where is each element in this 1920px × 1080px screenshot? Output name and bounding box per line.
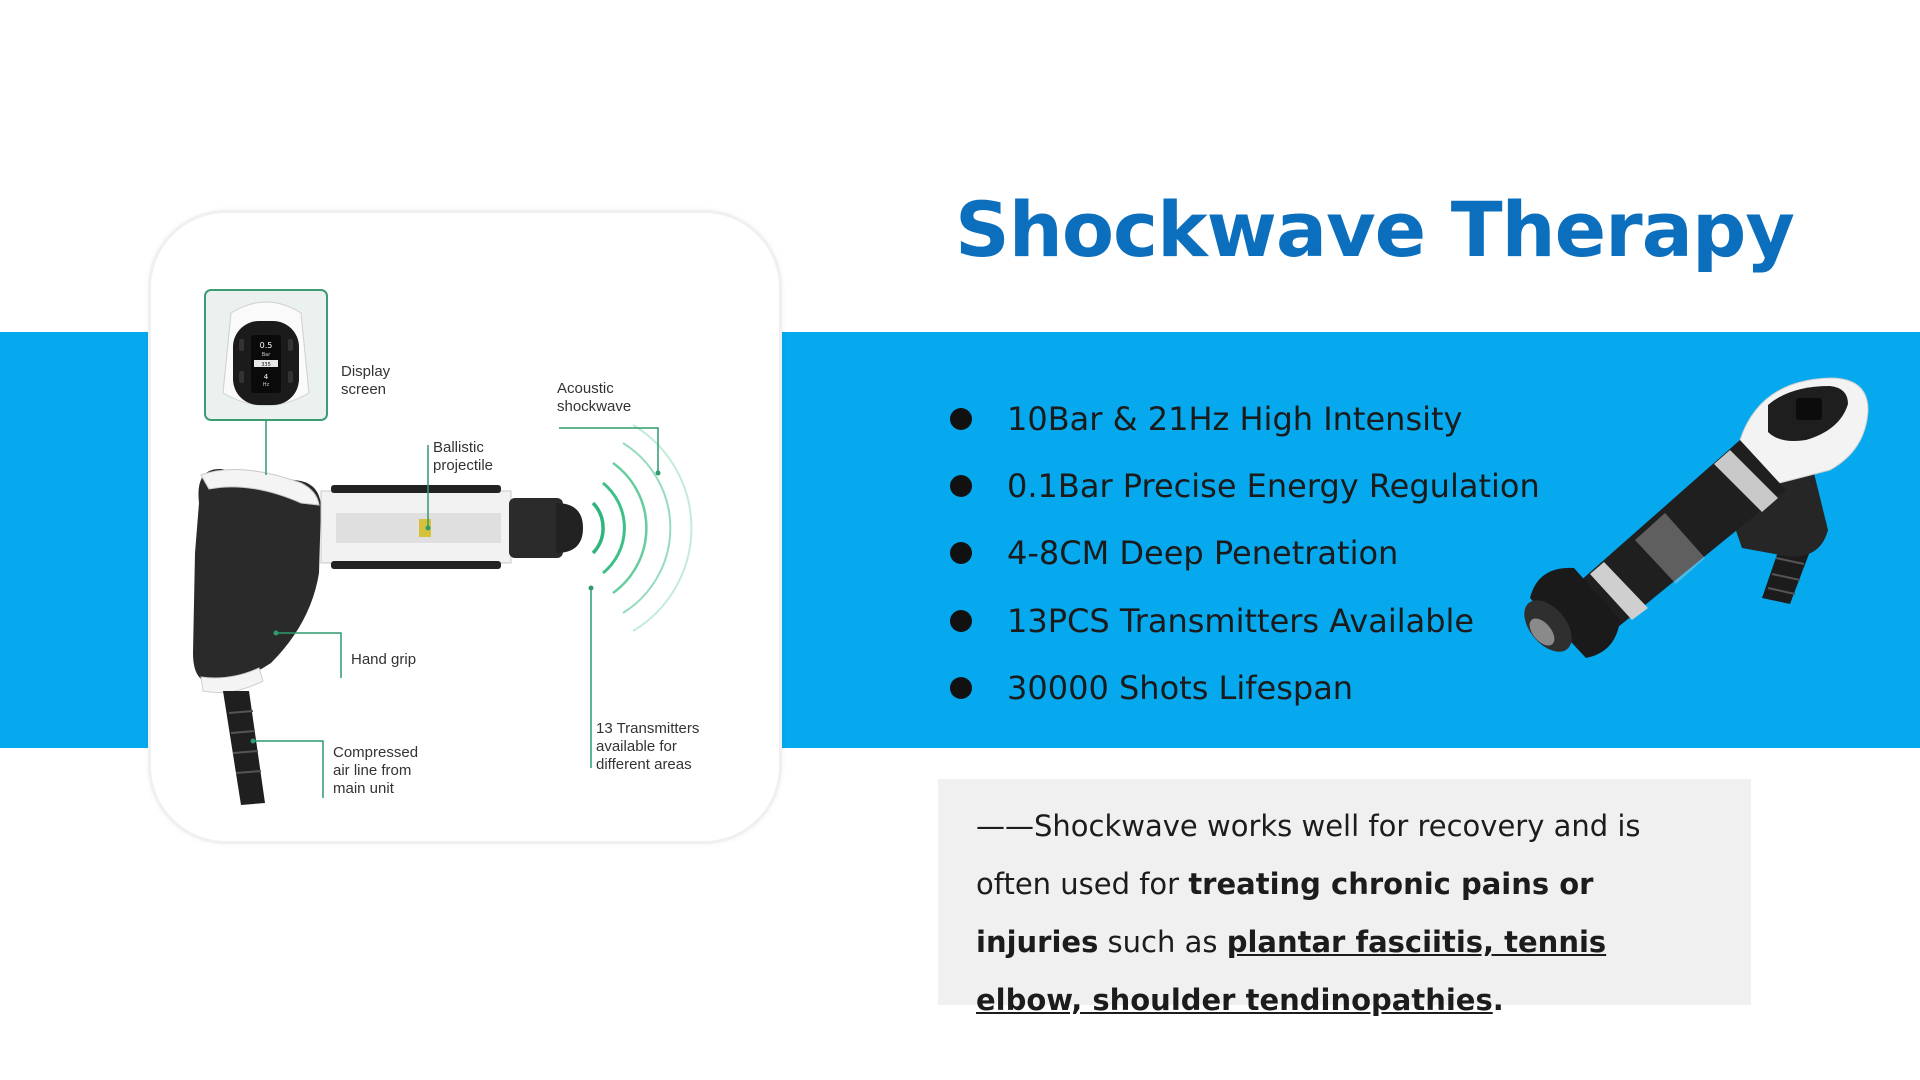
display-side-button xyxy=(239,371,244,383)
bullet-icon xyxy=(950,676,972,699)
device-diagram: 0.5 Bar 335 4 Hz xyxy=(193,289,693,805)
emphasis-text: treating chronic pains or injuries xyxy=(976,867,1594,959)
barrel-inner xyxy=(336,513,501,543)
display-side-button xyxy=(288,371,293,383)
transmitter-body xyxy=(509,498,563,558)
display-count-box xyxy=(254,360,278,367)
display-count-value: 335 xyxy=(261,362,271,368)
label-compressed-air-line: Compressed air line from main unit xyxy=(333,744,419,797)
transmitter-tip xyxy=(556,503,583,553)
shockwave-arc xyxy=(591,501,605,555)
handle-bottom-cap xyxy=(200,667,264,694)
feature-item: 0.1Bar Precise Energy Regulation xyxy=(950,452,1540,519)
shockwave-arc xyxy=(612,461,648,595)
label-acoustic-shockwave: Acoustic shockwave xyxy=(557,380,632,415)
feature-item: 10Bar & 21Hz High Intensity xyxy=(950,385,1540,452)
handle-top-cap xyxy=(200,469,320,506)
feature-item: 4-8CM Deep Penetration xyxy=(950,520,1540,587)
device-product-image xyxy=(1524,377,1869,658)
shockwave-arc xyxy=(622,442,672,614)
page-title: Shockwave Therapy xyxy=(955,185,1795,274)
display-side-button xyxy=(288,339,293,351)
label-ballistic-projectile: Ballistic projectile xyxy=(433,439,494,474)
label-display-screen: Display screen xyxy=(341,363,391,398)
display-side-button xyxy=(239,339,244,351)
label-13-transmitters: 13 Transmitters available for different … xyxy=(596,720,700,773)
feature-item: 30000 Shots Lifespan xyxy=(950,654,1540,721)
device-diagram-card: 0.5 Bar 335 4 Hz xyxy=(148,210,782,844)
bullet-icon xyxy=(950,609,972,632)
label-hand-grip: Hand grip xyxy=(351,651,417,668)
barrel-top-rail xyxy=(331,485,501,493)
feature-list: 10Bar & 21Hz High Intensity 0.1Bar Preci… xyxy=(950,385,1540,721)
air-hose xyxy=(223,691,265,805)
display-bar-unit: Bar xyxy=(262,352,271,358)
leader-dots xyxy=(250,470,661,744)
display-hz-unit: Hz xyxy=(263,382,270,388)
shockwave-arc xyxy=(602,481,626,575)
bullet-icon xyxy=(950,407,972,430)
bullet-icon xyxy=(950,542,972,565)
shockwave-arc xyxy=(632,424,693,632)
description-box: ——Shockwave works well for recovery and … xyxy=(938,779,1751,1017)
feature-item: 13PCS Transmitters Available xyxy=(950,587,1540,654)
display-bar-value: 0.5 xyxy=(260,341,273,350)
barrel-bottom-rail xyxy=(331,561,501,569)
hand-grip-shape xyxy=(193,468,321,683)
display-hz-value: 4 xyxy=(264,373,269,381)
conditions-list: plantar fasciitis, tennis elbow, shoulde… xyxy=(976,925,1607,1017)
leader-lines xyxy=(253,420,659,798)
bullet-icon xyxy=(950,474,972,497)
